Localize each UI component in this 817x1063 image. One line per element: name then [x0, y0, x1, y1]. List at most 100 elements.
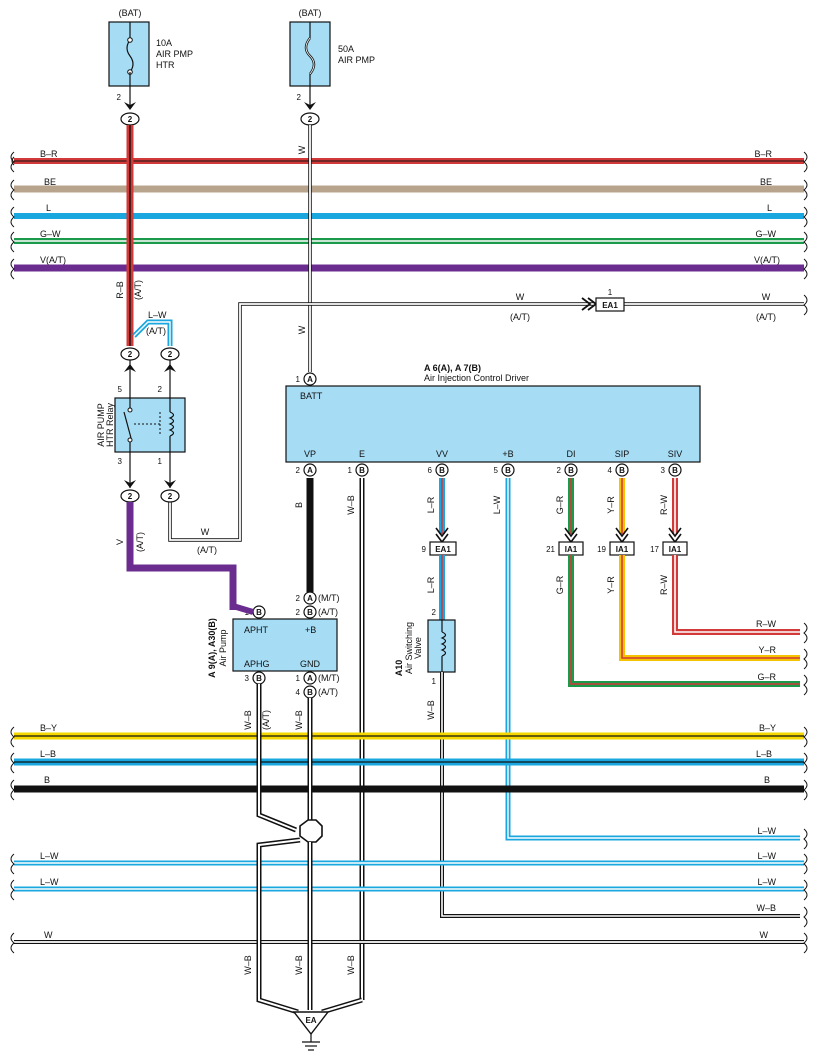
- air-pump-htr-relay: 2 2 5 2 AIR PUMP HTR Relay 3 1 2 2: [96, 347, 186, 503]
- wire-lw-at-label: (A/T): [146, 326, 166, 336]
- bus-label-va-right: V(A/T): [754, 255, 780, 265]
- driver-pin-num-1: 1: [348, 466, 353, 475]
- driver-pin-label-6: SIV: [668, 449, 683, 459]
- driver-pin-label-3: +B: [502, 449, 513, 459]
- bus-label-b-left: B: [44, 775, 50, 785]
- driver-pin-marker-4: [564, 463, 578, 477]
- fuse1-connector: 2: [128, 115, 133, 124]
- pump-gnd-a-pin: 1: [296, 674, 301, 683]
- wire-aphg-wb: W–B: [243, 710, 253, 730]
- pump-plus-b-pin: 2: [296, 608, 301, 617]
- ea1-top-connector: EA1: [602, 301, 618, 310]
- wire-ground-3: W–B: [346, 955, 356, 975]
- driver-pin-marker-0: [303, 463, 317, 477]
- valve-name1: Air Switching: [404, 622, 414, 674]
- wire-vv2-label: L–R: [426, 576, 436, 593]
- wire-lw-branch: L–W (A/T): [132, 310, 173, 346]
- w-wire-right-label: W: [762, 292, 771, 302]
- pump-gnd-label: GND: [300, 659, 321, 669]
- ea1-top-pin: 1: [608, 288, 613, 297]
- wire-vp-label: B: [294, 502, 304, 508]
- bus-label-be-left: BE: [44, 177, 56, 187]
- pump-gnd-b-conn: B: [307, 688, 313, 697]
- wire-v-apht: V (A/T): [115, 502, 237, 610]
- bus-top: B–R B–R BE BE L L G–W G–W V(A/T) V(A/T): [10, 149, 808, 280]
- pump-gnd-a-conn: A: [307, 674, 313, 683]
- driver-pin-conn-0: A: [307, 466, 313, 475]
- relay-conn-top-l: 2: [128, 350, 133, 359]
- relay-w-at-label: (A/T): [197, 545, 217, 555]
- mid-connectors: EA1 9 IA1 21 IA1 19 IA1 17: [422, 527, 688, 556]
- pump-aphg-conn: B: [256, 674, 262, 683]
- driver-pin-num-6: 3: [661, 466, 666, 475]
- relay-w-label: W: [201, 527, 210, 537]
- bus-label-va-left: V(A/T): [40, 255, 66, 265]
- relay-name2: HTR Relay: [105, 403, 115, 448]
- wire-rb-label: R–B: [115, 281, 125, 299]
- driver-pin-marker-6: [668, 463, 682, 477]
- bus-label-br-right: B–R: [754, 149, 772, 159]
- wire-w-ea1: EA1 1 W (A/T) W (A/T) W (A/T): [168, 288, 808, 555]
- bus-label-by-left: B–Y: [40, 723, 57, 733]
- driver-pin-num-2: 6: [428, 466, 433, 475]
- ea1-mid-pin: 9: [422, 545, 427, 554]
- driver-pin-conn-4: B: [568, 466, 574, 475]
- wire-di-label: G–R: [555, 495, 565, 514]
- wire-gr-right-label: G–R: [757, 672, 776, 682]
- wire-e-label: W–B: [346, 495, 356, 515]
- driver-pin-marker-3: [501, 463, 515, 477]
- driver-pin-conn-5: B: [619, 466, 625, 475]
- ground-wires: W–B (A/T) W–B W–B W–B W–B: [243, 684, 363, 1015]
- air-injection-control-driver: A 6(A), A 7(B) Air Injection Control Dri…: [285, 363, 701, 477]
- fuse1-name1: AIR PMP: [156, 49, 193, 59]
- fuse2-pin: 2: [297, 93, 302, 102]
- pump-aphg-pin: 3: [245, 674, 250, 683]
- wire-aphg-at: (A/T): [261, 710, 271, 730]
- relay-name1: AIR PUMP: [96, 403, 106, 447]
- driver-pin-num-4: 2: [557, 466, 562, 475]
- driver-pin-label-5: SIP: [615, 449, 630, 459]
- bus-label-gw-left: G–W: [40, 229, 61, 239]
- driver-pin-marker-5: [615, 463, 629, 477]
- pump-gnd-b-pin: 4: [296, 688, 301, 697]
- ia1-19-pin: 19: [597, 545, 606, 554]
- driver-pin-num-3: 5: [494, 466, 499, 475]
- fuse2-name1: AIR PMP: [338, 55, 375, 65]
- fuse-50a: (BAT) 50A AIR PMP 2 2: [289, 8, 375, 126]
- bus-label-w-left: W: [44, 930, 53, 940]
- bus-bottom: B–Y B–Y L–B L–B B B L–W L–W L–W L–W W W: [10, 622, 808, 954]
- valve-title: A10: [394, 660, 404, 677]
- pump-aphg-label: APHG: [244, 659, 270, 669]
- bus-label-br-left: B–R: [40, 149, 58, 159]
- relay-pin5: 5: [118, 385, 123, 394]
- fuse1-name2: HTR: [156, 60, 175, 70]
- driver-pin-label-1: E: [359, 449, 365, 459]
- driver-pin-conn-1: B: [359, 466, 365, 475]
- fuse1-source: (BAT): [119, 8, 142, 18]
- ia1-17-name: IA1: [669, 545, 682, 554]
- driver-pin-num-5: 4: [608, 466, 613, 475]
- wire-fuse2-batt: W W: [297, 125, 312, 372]
- driver-pin-label-2: VV: [436, 449, 448, 459]
- wire-gnd-wb: W–B: [294, 710, 304, 730]
- w-wire-right-at: (A/T): [756, 312, 776, 322]
- ia1-21-name: IA1: [565, 545, 578, 554]
- wire-sip-label: Y–R: [606, 496, 616, 514]
- bus-label-lb-right: L–B: [756, 749, 772, 759]
- driver-batt-label: BATT: [300, 391, 323, 401]
- bus-label-lw2-right: L–W: [757, 877, 776, 887]
- valve-name2: Valve: [413, 637, 423, 659]
- pump-at2: (A/T): [318, 687, 338, 697]
- wire-vv-label: L–R: [426, 496, 436, 513]
- bus-label-be-right: BE: [760, 177, 772, 187]
- driver-subtitle: Air Injection Control Driver: [424, 373, 529, 383]
- pump-mt2: (M/T): [318, 673, 340, 683]
- driver-pin-marker-2: [435, 463, 449, 477]
- wire-di2-label: G–R: [555, 575, 565, 594]
- pump-at1: (A/T): [318, 607, 338, 617]
- wire-v-label: V: [115, 539, 125, 545]
- fuse1-pin: 2: [117, 93, 122, 102]
- driver-pin-conn-2: B: [439, 466, 445, 475]
- bus-label-lw1-left: L–W: [40, 851, 59, 861]
- ia1-19-name: IA1: [616, 545, 629, 554]
